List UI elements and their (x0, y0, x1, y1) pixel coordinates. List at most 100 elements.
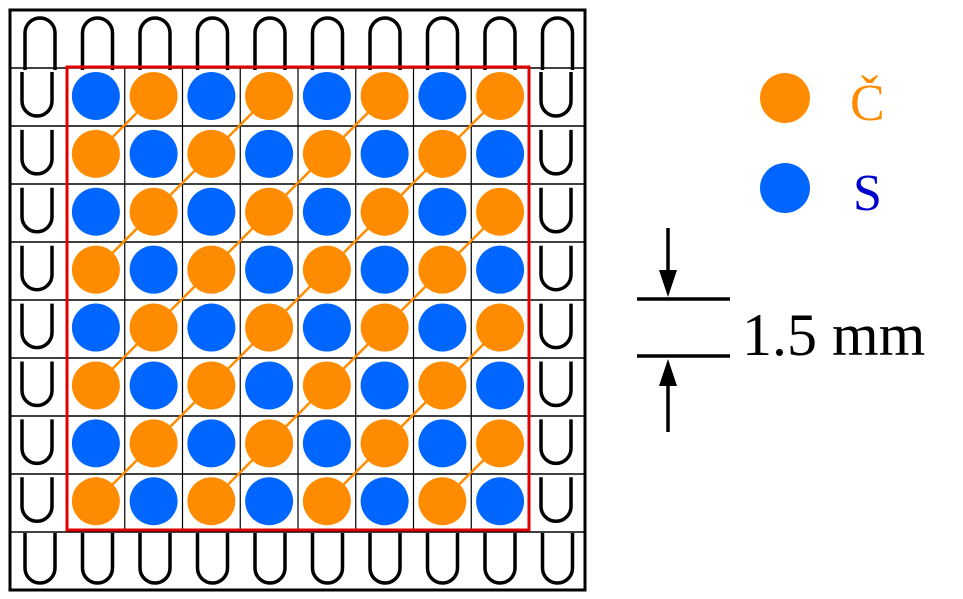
scale-label: 1.5 mm (742, 302, 925, 368)
s-atom (245, 245, 294, 294)
s-atom (71, 187, 120, 236)
s-atom (476, 245, 525, 294)
bottom-loop (425, 533, 460, 585)
right-loop (539, 129, 573, 176)
top-loop (23, 16, 57, 70)
lattice-atoms (71, 71, 525, 526)
s-atom (302, 187, 351, 236)
s-atom (360, 361, 409, 410)
c-atom (302, 129, 351, 178)
s-atom (418, 419, 467, 468)
s-atom (476, 361, 525, 410)
left-loop (20, 477, 54, 523)
c-atom (129, 419, 178, 468)
left-loop (20, 72, 54, 118)
s-atom (476, 129, 525, 178)
red-boundary (65, 65, 531, 532)
left-loop (20, 187, 54, 234)
s-atom (418, 187, 467, 236)
s-atom (129, 245, 178, 294)
left-loop (20, 419, 54, 466)
bottom-loop (253, 533, 287, 585)
s-atom (245, 361, 294, 410)
bottom-loop (310, 533, 345, 585)
c-atom (71, 245, 120, 294)
c-atom (245, 71, 294, 120)
c-atom (71, 129, 120, 178)
legend-s-marker (760, 163, 810, 213)
wire-loops (20, 16, 575, 585)
c-atom (302, 477, 351, 526)
bottom-loop (540, 533, 575, 585)
top-loop (138, 16, 172, 70)
scale-indicator (637, 228, 730, 432)
bottom-loop (23, 533, 57, 585)
outer-frame (8, 8, 587, 592)
c-atom (418, 129, 467, 178)
c-atom (245, 419, 294, 468)
bottom-loop (368, 533, 402, 585)
top-loop (483, 16, 517, 70)
arrow-up-icon (659, 359, 677, 386)
s-atom (129, 361, 178, 410)
c-atom (187, 245, 236, 294)
s-atom (71, 71, 120, 120)
legend-c-marker (760, 73, 810, 123)
right-loop (539, 303, 573, 350)
s-atom (129, 477, 178, 526)
c-atom (71, 361, 120, 410)
bottom-loop (80, 533, 115, 585)
s-atom (360, 129, 409, 178)
c-atom (187, 361, 236, 410)
right-loop (539, 361, 573, 408)
c-atom (129, 71, 178, 120)
c-atom (360, 303, 409, 352)
s-atom (71, 303, 120, 352)
arrow-down-icon (659, 270, 677, 297)
top-loop (253, 16, 287, 70)
left-loop (20, 129, 54, 176)
c-atom (187, 477, 236, 526)
c-atom (476, 419, 525, 468)
c-atom (245, 303, 294, 352)
top-loop (425, 16, 460, 70)
left-loop (20, 245, 54, 292)
top-loop (540, 16, 575, 70)
top-loop (80, 16, 115, 70)
s-atom (418, 71, 467, 120)
legend-s-label: S (853, 165, 882, 222)
c-atom (418, 477, 467, 526)
c-atom (476, 187, 525, 236)
s-atom (360, 477, 409, 526)
s-atom (302, 303, 351, 352)
left-loop (20, 361, 54, 408)
s-atom (302, 71, 351, 120)
c-atom (476, 71, 525, 120)
s-atom (245, 129, 294, 178)
right-loop (539, 419, 573, 466)
c-atom (129, 187, 178, 236)
s-atom (245, 477, 294, 526)
c-atom (476, 303, 525, 352)
top-loop (310, 16, 345, 70)
c-atom (418, 361, 467, 410)
c-atom (360, 187, 409, 236)
c-atom (418, 245, 467, 294)
s-atom (129, 129, 178, 178)
right-loop (539, 72, 573, 118)
legend-c-label: Č (850, 74, 885, 132)
right-loop (539, 477, 573, 523)
bottom-loop (195, 533, 230, 585)
top-loop (368, 16, 402, 70)
legend: Č S (760, 73, 885, 222)
c-atom (360, 71, 409, 120)
s-atom (71, 419, 120, 468)
c-atom (71, 477, 120, 526)
c-atom (129, 303, 178, 352)
right-loop (539, 187, 573, 234)
c-atom (360, 419, 409, 468)
c-atom (302, 361, 351, 410)
s-atom (187, 71, 236, 120)
bottom-loop (483, 533, 517, 585)
